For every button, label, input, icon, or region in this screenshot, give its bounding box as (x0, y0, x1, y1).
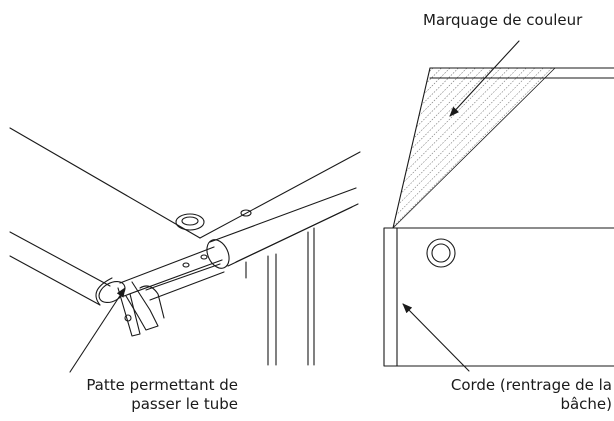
arrow-icon (449, 40, 520, 117)
tarp-panel (383, 67, 614, 367)
label-rope: Corde (rentrage de la bâche) (451, 376, 612, 414)
grommet-icon (426, 238, 456, 268)
arrow-icon (402, 303, 470, 372)
arrow-icon (69, 287, 126, 373)
label-color-marking: Marquage de couleur (423, 11, 582, 30)
label-tube-tab: Patte permettant de passer le tube (86, 376, 238, 414)
label-tube-tab-line1: Patte permettant de (86, 376, 238, 394)
label-rope-line1: Corde (rentrage de la (450, 376, 612, 394)
label-color-marking-text: Marquage de couleur (423, 11, 583, 29)
label-tube-tab-line2: passer le tube (131, 395, 238, 413)
label-rope-line2: bâche) (560, 395, 612, 413)
tube-assembly (9, 127, 361, 366)
